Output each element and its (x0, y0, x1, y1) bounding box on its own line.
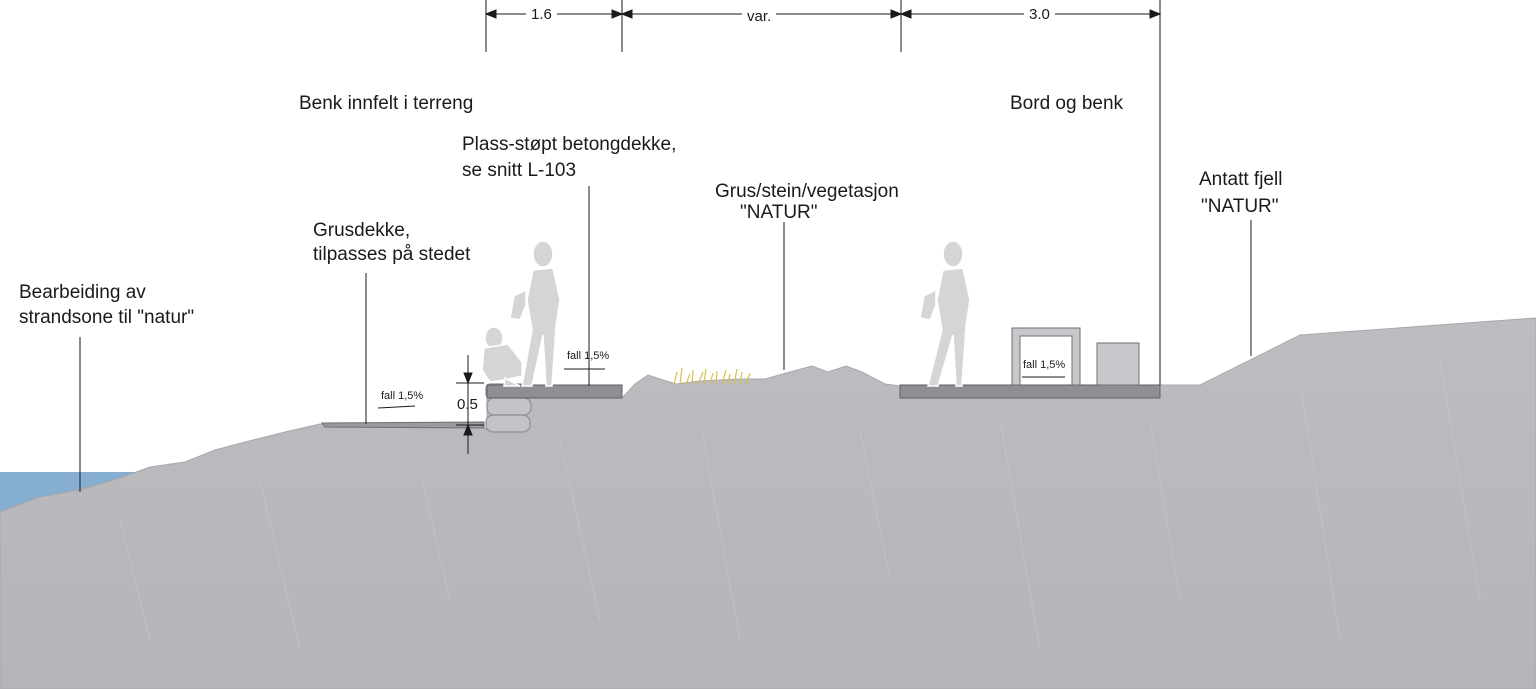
dimension-3-0: 3.0 (1024, 6, 1055, 24)
arrow-icon (377, 368, 1065, 409)
person-standing-icon (919, 240, 971, 387)
label-bearbeiding-2: strandsone til "natur" (19, 307, 195, 328)
label-grusdekke-2: tilpasses på stedet (313, 244, 471, 265)
slope-label-3: fall 1,5% (1023, 359, 1066, 371)
gravel-path (321, 421, 485, 429)
label-antatt-fjell-1: Antatt fjell (1199, 169, 1283, 190)
label-antatt-fjell-2: "NATUR" (1201, 196, 1279, 217)
dimension-1-6: 1.6 (526, 6, 557, 24)
slope-label-2: fall 1,5% (567, 350, 610, 362)
label-benk-innfelt: Benk innfelt i terreng (299, 93, 474, 114)
dimension-lines (456, 0, 1162, 454)
ground-texture (119, 359, 1481, 651)
dimension-var: var. (742, 8, 777, 26)
label-grus-stein-1: Grus/stein/vegetasjon (715, 181, 899, 202)
label-bearbeiding-1: Bearbeiding av (19, 282, 146, 303)
person-sitting-icon (481, 326, 523, 387)
terrain-ground (0, 317, 1536, 689)
label-grus-stein-2: "NATUR" (740, 202, 818, 223)
label-bord-og-benk: Bord og benk (1010, 93, 1124, 114)
concrete-deck-1 (486, 384, 623, 399)
label-grusdekke-1: Grusdekke, (313, 220, 411, 241)
dimension-height: 0.5 (457, 396, 478, 413)
table (1011, 327, 1081, 386)
concrete-deck-2 (899, 384, 1161, 399)
bench-block (1096, 342, 1140, 386)
label-plass-stopt-1: Plass-støpt betongdekke, (462, 134, 677, 155)
leader-lines (79, 0, 1252, 492)
label-plass-stopt-2: se snitt L-103 (462, 160, 577, 181)
person-standing-icon (509, 240, 561, 387)
grass-tuft (673, 367, 751, 385)
slope-label-1: fall 1,5% (381, 390, 424, 402)
